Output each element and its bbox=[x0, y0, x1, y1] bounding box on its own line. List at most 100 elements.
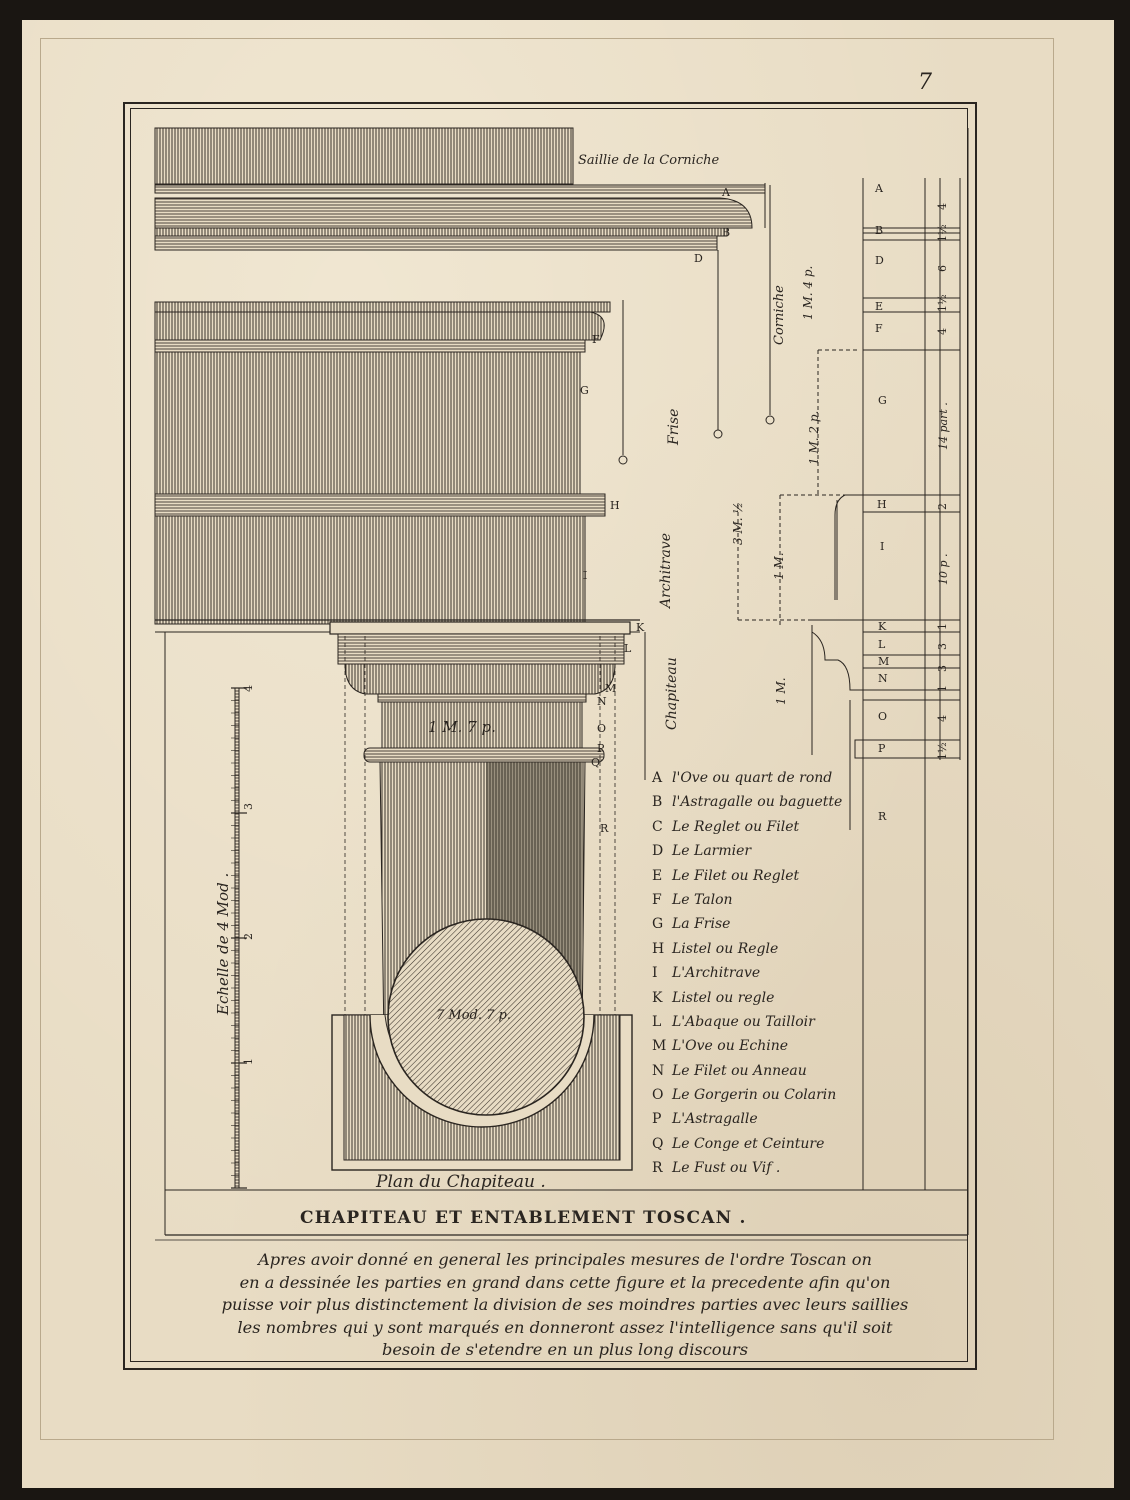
label-m-1-2: 1 M. 2 p. bbox=[807, 411, 821, 465]
legend-letter: R bbox=[652, 1160, 663, 1177]
plate-mark bbox=[40, 38, 1054, 1440]
legend-letter: D bbox=[652, 843, 664, 860]
legend-text: La Frise bbox=[672, 916, 731, 933]
rt-letter-r: R bbox=[878, 810, 887, 823]
legend-item: O Le Gorgerin ou Colarin bbox=[652, 1087, 872, 1111]
rt-value-p: 1½ bbox=[936, 742, 949, 760]
rt-value-h: 2 bbox=[936, 503, 949, 510]
page-number: 7 bbox=[918, 70, 932, 95]
profile-letter-q: Q bbox=[591, 756, 600, 769]
architrave-block bbox=[154, 493, 640, 633]
legend-item: E Le Filet ou Reglet bbox=[652, 868, 872, 892]
legend-item: I L'Architrave bbox=[652, 965, 872, 989]
description-line: puisse voir plus distinctement la divisi… bbox=[221, 1295, 909, 1314]
legend-letter: I bbox=[652, 965, 658, 982]
label-column-measure: 1 M. 7 p. bbox=[428, 718, 496, 736]
legend-letter: E bbox=[652, 867, 663, 884]
legend-text: Le Filet ou Reglet bbox=[672, 867, 800, 884]
profile-letters: A B D F G H I K L M N O P Q R bbox=[580, 186, 731, 835]
profile-letter-o: O bbox=[597, 722, 606, 735]
measure-lines bbox=[618, 183, 860, 830]
rt-letter-h: H bbox=[877, 498, 887, 511]
profile-letter-f: F bbox=[592, 333, 600, 346]
label-part-10: 10 p . bbox=[937, 553, 950, 585]
rt-value-m: 3 bbox=[936, 665, 949, 672]
right-table: A 4 B 1½ D 6 E 1½ F 4 G H 2 I K 1 L 3 M … bbox=[874, 182, 949, 823]
label-corniche: Corniche bbox=[772, 285, 787, 345]
label-m-1-a: 1 M. bbox=[772, 552, 786, 580]
plate-title: CHAPITEAU ET ENTABLEMENT TOSCAN . bbox=[300, 1208, 747, 1228]
scale-tick-2: 2 bbox=[242, 933, 255, 940]
label-plan: Plan du Chapiteau . bbox=[375, 1172, 546, 1192]
profile-letter-i: I bbox=[583, 569, 587, 582]
legend-item: K Listel ou regle bbox=[652, 990, 872, 1014]
legend-text: Listel ou Regle bbox=[672, 940, 779, 957]
legend-item: R Le Fust ou Vif . bbox=[652, 1160, 872, 1184]
legend-text: L'Abaque ou Tailloir bbox=[672, 1013, 815, 1030]
profile-letter-l: L bbox=[624, 642, 632, 655]
rt-letter-a: A bbox=[874, 182, 884, 195]
description-line: Apres avoir donné en general les princip… bbox=[258, 1250, 872, 1269]
legend-text: l'Ove ou quart de rond bbox=[672, 770, 833, 786]
rt-letter-d: D bbox=[875, 254, 884, 267]
description-line: en a dessinée les parties en grand dans … bbox=[239, 1272, 891, 1292]
rt-letter-n: N bbox=[878, 672, 888, 685]
rt-letter-o: O bbox=[878, 710, 887, 723]
wall-strip bbox=[154, 127, 574, 185]
right-profile bbox=[811, 494, 864, 759]
legend-letter: O bbox=[652, 1087, 664, 1104]
rt-letter-p: P bbox=[878, 742, 886, 755]
legend-text: Le Reglet ou Filet bbox=[672, 818, 800, 835]
profile-letter-n: N bbox=[597, 695, 607, 708]
legend-letter: N bbox=[652, 1062, 665, 1079]
rt-letter-f: F bbox=[875, 322, 883, 335]
profile-letter-r: R bbox=[600, 822, 609, 835]
legend-text: Le Fust ou Vif . bbox=[672, 1160, 781, 1177]
legend-item: C Le Reglet ou Filet bbox=[652, 819, 872, 843]
rt-value-k: 1 bbox=[936, 623, 949, 630]
label-architrave: Architrave bbox=[658, 533, 674, 610]
description-line: les nombres qui y sont marqués en donner… bbox=[237, 1317, 893, 1337]
cornice-profile bbox=[154, 184, 766, 251]
description-text: Apres avoir donné en general les princip… bbox=[165, 1249, 965, 1362]
legend-text: Le Conge et Ceinture bbox=[672, 1135, 825, 1152]
legend-text: Le Talon bbox=[672, 891, 733, 908]
legend-letter: F bbox=[652, 891, 662, 908]
profile-letter-k: K bbox=[636, 621, 645, 634]
label-m-1-4: 1 M. 4 p. bbox=[801, 266, 815, 320]
scale-tick-labels: 1 2 3 4 bbox=[242, 685, 255, 1065]
legend-letter: K bbox=[652, 989, 663, 1006]
profile-letter-h: H bbox=[610, 499, 620, 512]
legend-text: L'Architrave bbox=[672, 965, 761, 982]
profile-letter-d: D bbox=[694, 252, 703, 265]
label-frise: Frise bbox=[666, 409, 682, 446]
legend-letter: P bbox=[652, 1111, 662, 1128]
legend-letter: B bbox=[652, 794, 663, 811]
rt-value-f: 4 bbox=[936, 328, 949, 335]
legend-text: Le Filet ou Anneau bbox=[672, 1062, 807, 1079]
rt-value-d: 6 bbox=[936, 265, 949, 272]
label-m-1-b: 1 M. bbox=[774, 677, 788, 705]
rt-value-e: 1½ bbox=[936, 294, 949, 312]
legend-letter: C bbox=[652, 818, 663, 835]
rt-value-b: 1½ bbox=[936, 224, 949, 242]
legend-letter: G bbox=[652, 916, 664, 933]
legend-text: Le Gorgerin ou Colarin bbox=[672, 1087, 837, 1104]
legend-item: L L'Abaque ou Tailloir bbox=[652, 1014, 872, 1038]
profile-letter-m: M bbox=[605, 682, 616, 695]
legend-item: D Le Larmier bbox=[652, 843, 872, 867]
legend-text: Le Larmier bbox=[672, 843, 752, 860]
legend-text: Listel ou regle bbox=[672, 989, 775, 1006]
scale-tick-4: 4 bbox=[242, 685, 255, 692]
rt-letter-b: B bbox=[875, 224, 883, 237]
profile-letter-b: B bbox=[722, 226, 730, 239]
label-chapiteau: Chapiteau bbox=[664, 657, 680, 730]
frieze-block bbox=[154, 301, 611, 495]
legend-letter: L bbox=[652, 1013, 662, 1030]
